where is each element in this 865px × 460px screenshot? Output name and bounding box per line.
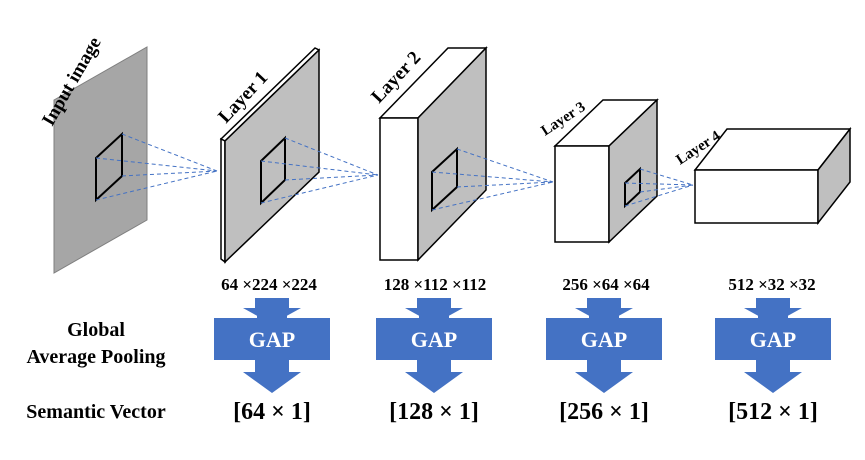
layer-2-dims: 128 ×112 ×112 — [384, 275, 487, 294]
layer-4-block — [693, 126, 852, 226]
layer-3-block — [553, 98, 659, 244]
gap-label-2: GAP — [411, 327, 457, 352]
gap-arrow-2: GAP — [376, 298, 492, 393]
gap-arrow-3: GAP — [546, 298, 662, 393]
projection-lines-4 — [624, 168, 694, 207]
layer-1-dims: 64 ×224 ×224 — [221, 275, 317, 294]
layer-2-vector: [128 × 1] — [389, 399, 479, 425]
projection-lines-2 — [260, 137, 379, 204]
layer-3-vector: [256 × 1] — [559, 399, 649, 425]
layer-1-block — [219, 47, 321, 264]
gap-row-label-line2: Average Pooling — [26, 346, 165, 368]
projection-lines-1 — [95, 133, 218, 201]
gap-label-3: GAP — [581, 327, 627, 352]
semantic-vector-label: Semantic Vector — [26, 401, 166, 423]
layer-1-vector: [64 × 1] — [233, 399, 311, 425]
layer-2-block — [378, 46, 488, 262]
layer-4-dims: 512 ×32 ×32 — [728, 275, 815, 294]
layer-3-dims: 256 ×64 ×64 — [562, 275, 650, 294]
projection-lines-3 — [431, 148, 554, 211]
gap-label-1: GAP — [249, 327, 295, 352]
gap-row-label-line1: Global — [67, 319, 125, 341]
gap-arrow-4: GAP — [715, 298, 831, 393]
layer-4-vector: [512 × 1] — [728, 399, 818, 425]
gap-label-4: GAP — [750, 327, 796, 352]
gap-arrow-1: GAP — [214, 298, 330, 393]
